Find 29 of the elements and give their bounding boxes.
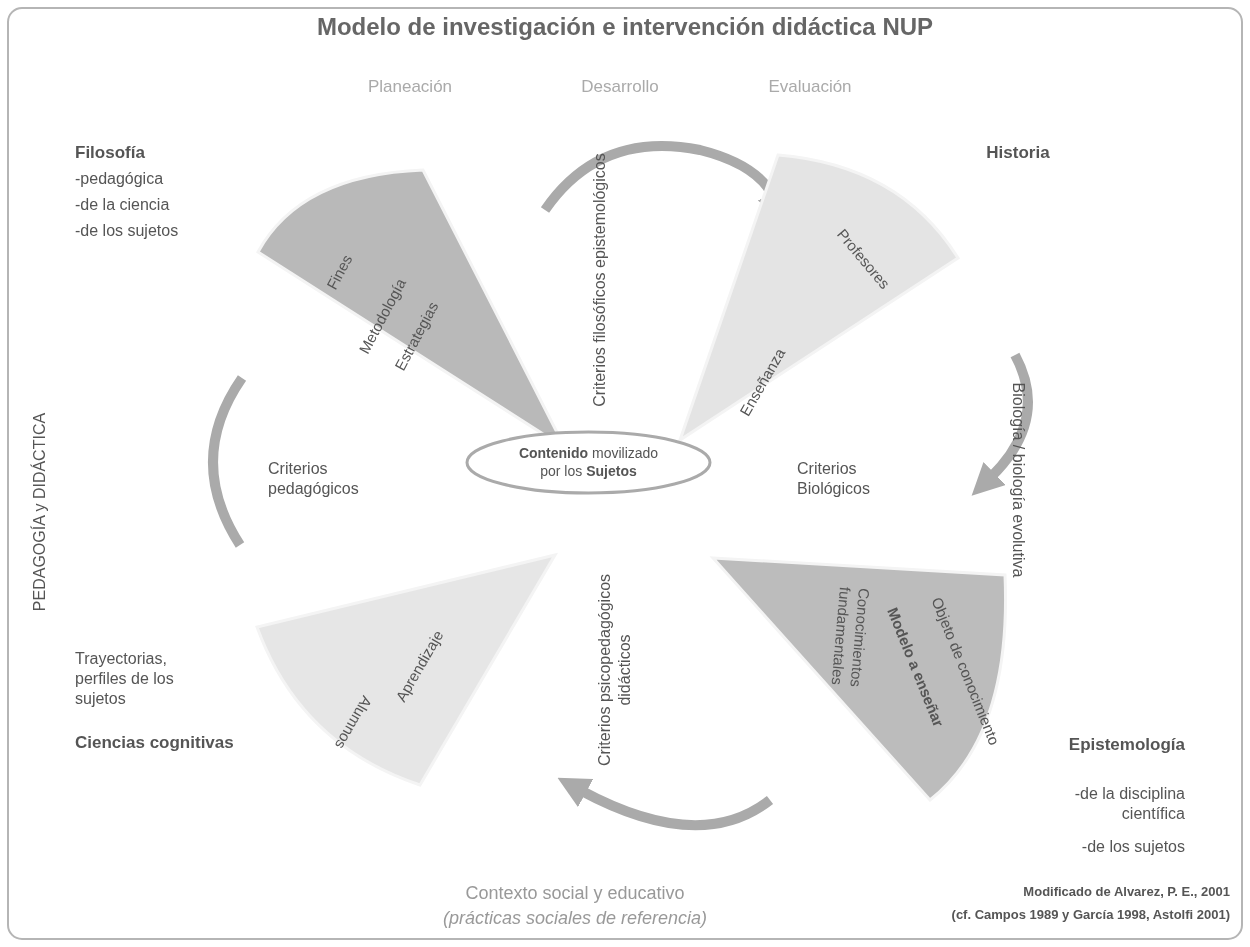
- text-label: Ciencias cognitivas: [75, 732, 235, 754]
- source-note: Modificado de Alvarez, P. E., 2001: [1022, 884, 1230, 901]
- diagram-title: Modelo de investigación e intervención didáctica NUP: [315, 12, 935, 42]
- phase-label: Evaluación: [767, 76, 853, 98]
- text-label: PEDAGOGÍA y DIDÁCTICA: [30, 411, 49, 614]
- source-note: (cf. Campos 1989 y García 1998, Astolfi 2001): [950, 907, 1230, 924]
- phase-label: Planeación: [366, 76, 454, 98]
- phase-label: Desarrollo: [580, 76, 660, 98]
- text-label: (prácticas sociales de referencia): [441, 907, 709, 930]
- text-label: -de los sujetos: [75, 221, 180, 241]
- text-label: -de la disciplina científica: [1073, 784, 1185, 824]
- text-label: Filosofía: [75, 142, 146, 164]
- text-label: -de los sujetos: [1080, 837, 1185, 857]
- text-label: Trayectorias, perfiles de los sujetos: [75, 649, 175, 709]
- text-label: Criterios pedagógicos: [268, 459, 360, 499]
- text-label: Criterios filosóficos epistemológicos: [590, 152, 609, 409]
- text-label: -de la ciencia: [75, 195, 171, 215]
- wedge-shape: [255, 553, 557, 787]
- text-label: Historia: [985, 142, 1051, 164]
- text-label: Criterios Biológicos: [797, 459, 871, 499]
- node-label: Contenido movilizado por los Sujetos: [517, 445, 660, 480]
- text-label: -pedagógica: [75, 169, 165, 189]
- wedge-label: Fines: [322, 250, 357, 295]
- text-label: Biología / biología evolutiva: [1009, 381, 1028, 580]
- text-label: Contexto social y educativo: [464, 882, 686, 905]
- wedge-label: Conocimientos fundamentales: [827, 585, 874, 690]
- wedge-shape: [678, 153, 960, 442]
- text-label: Criterios psicopedagógicos didácticos: [595, 572, 634, 769]
- center-ellipse: [465, 430, 712, 495]
